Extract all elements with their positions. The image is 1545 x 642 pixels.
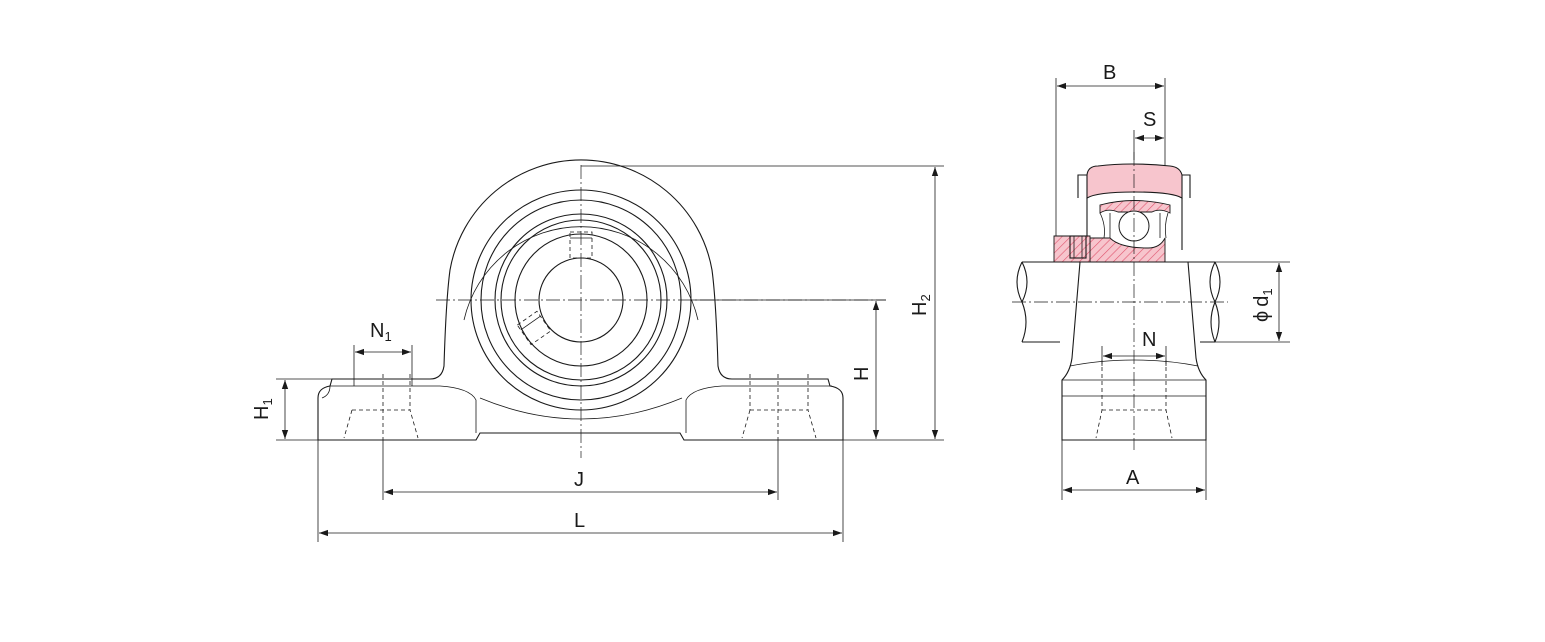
label-l: L bbox=[574, 510, 585, 532]
label-n: N bbox=[1142, 329, 1156, 351]
label-j: J bbox=[574, 469, 584, 491]
left-bolt-hole bbox=[343, 374, 419, 440]
label-h1: H1 bbox=[251, 398, 275, 420]
left-foot-curve bbox=[321, 385, 331, 399]
right-foot-top bbox=[685, 385, 832, 433]
right-bolt-hole bbox=[741, 374, 817, 440]
left-foot-top bbox=[330, 385, 477, 433]
label-h2: H2 bbox=[909, 294, 933, 316]
label-d1: ϕd1 bbox=[1251, 288, 1275, 322]
inner-ring-section bbox=[1089, 237, 1166, 263]
svg-text:H1: H1 bbox=[251, 398, 275, 420]
seal-left bbox=[1099, 212, 1111, 239]
svg-text:H2: H2 bbox=[909, 294, 933, 316]
label-a: A bbox=[1126, 467, 1140, 489]
label-n1: N1 bbox=[370, 320, 392, 344]
label-h: H bbox=[851, 367, 873, 381]
housing-section bbox=[1086, 163, 1183, 199]
right-bolt-hole-inner bbox=[749, 374, 809, 410]
front-view: N1 H1 H H2 J L bbox=[251, 159, 944, 542]
label-b: B bbox=[1103, 62, 1116, 84]
shaft bbox=[1022, 261, 1215, 343]
side-view: B S ϕd1 N A bbox=[1012, 62, 1290, 500]
label-s: S bbox=[1143, 109, 1156, 131]
svg-text:H: H bbox=[851, 367, 873, 381]
svg-text:ϕd1: ϕd1 bbox=[1251, 288, 1275, 322]
housing-outline bbox=[317, 159, 844, 441]
set-screw-side bbox=[516, 310, 552, 346]
pedestal-bolt-hole bbox=[1095, 360, 1173, 439]
outer-ring-section bbox=[1099, 200, 1171, 214]
side-set-screw bbox=[1069, 235, 1087, 259]
seal-right bbox=[1159, 212, 1169, 239]
housing-body bbox=[1077, 174, 1191, 250]
